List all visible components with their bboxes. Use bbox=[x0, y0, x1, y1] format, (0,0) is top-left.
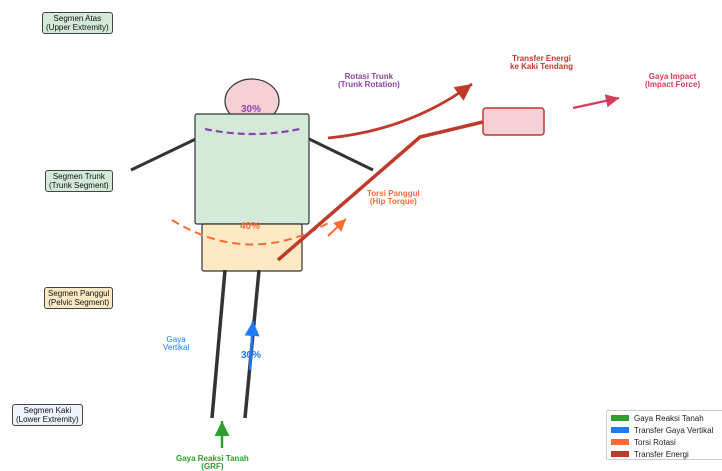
segment-pelvic-box: Segmen Panggul (Pelvic Segment) bbox=[44, 287, 113, 309]
impact-force-label: Gaya Impact (Impact Force) bbox=[645, 73, 700, 89]
energy-transfer-label: Transfer Energi ke Kaki Tendang bbox=[510, 55, 573, 71]
impact-arrow bbox=[573, 98, 619, 108]
leg-percentage: 30% bbox=[241, 350, 261, 361]
legend-item: Transfer Energi bbox=[611, 449, 722, 459]
vertical-force-label: Gaya Vertikal bbox=[163, 336, 189, 352]
legend-item: Torsi Rotasi bbox=[611, 437, 722, 447]
pelvis-percentage: 40% bbox=[240, 221, 260, 232]
head-percentage: 30% bbox=[241, 104, 261, 115]
left-arm bbox=[131, 137, 200, 170]
segment-lower-box: Segmen Kaki (Lower Extremity) bbox=[12, 404, 83, 426]
trunk-rotation-label: Rotasi Trunk (Trunk Rotation) bbox=[338, 73, 400, 89]
segment-upper-box: Segmen Atas (Upper Extremity) bbox=[42, 12, 113, 34]
legend-item: Transfer Gaya Vertikal bbox=[611, 425, 722, 435]
grf-label: Gaya Reaksi Tanah (GRF) bbox=[176, 455, 249, 471]
segment-trunk-box: Segmen Trunk (Trunk Segment) bbox=[45, 170, 113, 192]
legend-swatch-energy bbox=[611, 451, 629, 457]
legend: Gaya Reaksi Tanah Transfer Gaya Vertikal… bbox=[606, 410, 722, 460]
legend-swatch-torque bbox=[611, 439, 629, 445]
left-leg bbox=[212, 270, 225, 418]
trunk-segment bbox=[195, 114, 309, 224]
vertical-force-arrow bbox=[250, 321, 253, 370]
hip-torque-label: Torsi Panggul (Hip Torque) bbox=[367, 190, 420, 206]
right-arm bbox=[305, 137, 373, 170]
kicking-leg bbox=[278, 116, 508, 260]
kicking-foot bbox=[483, 108, 544, 135]
legend-swatch-grf bbox=[611, 415, 629, 421]
legend-item: Gaya Reaksi Tanah bbox=[611, 413, 722, 423]
legend-swatch-vertical bbox=[611, 427, 629, 433]
hip-torque-arrow bbox=[328, 219, 346, 236]
